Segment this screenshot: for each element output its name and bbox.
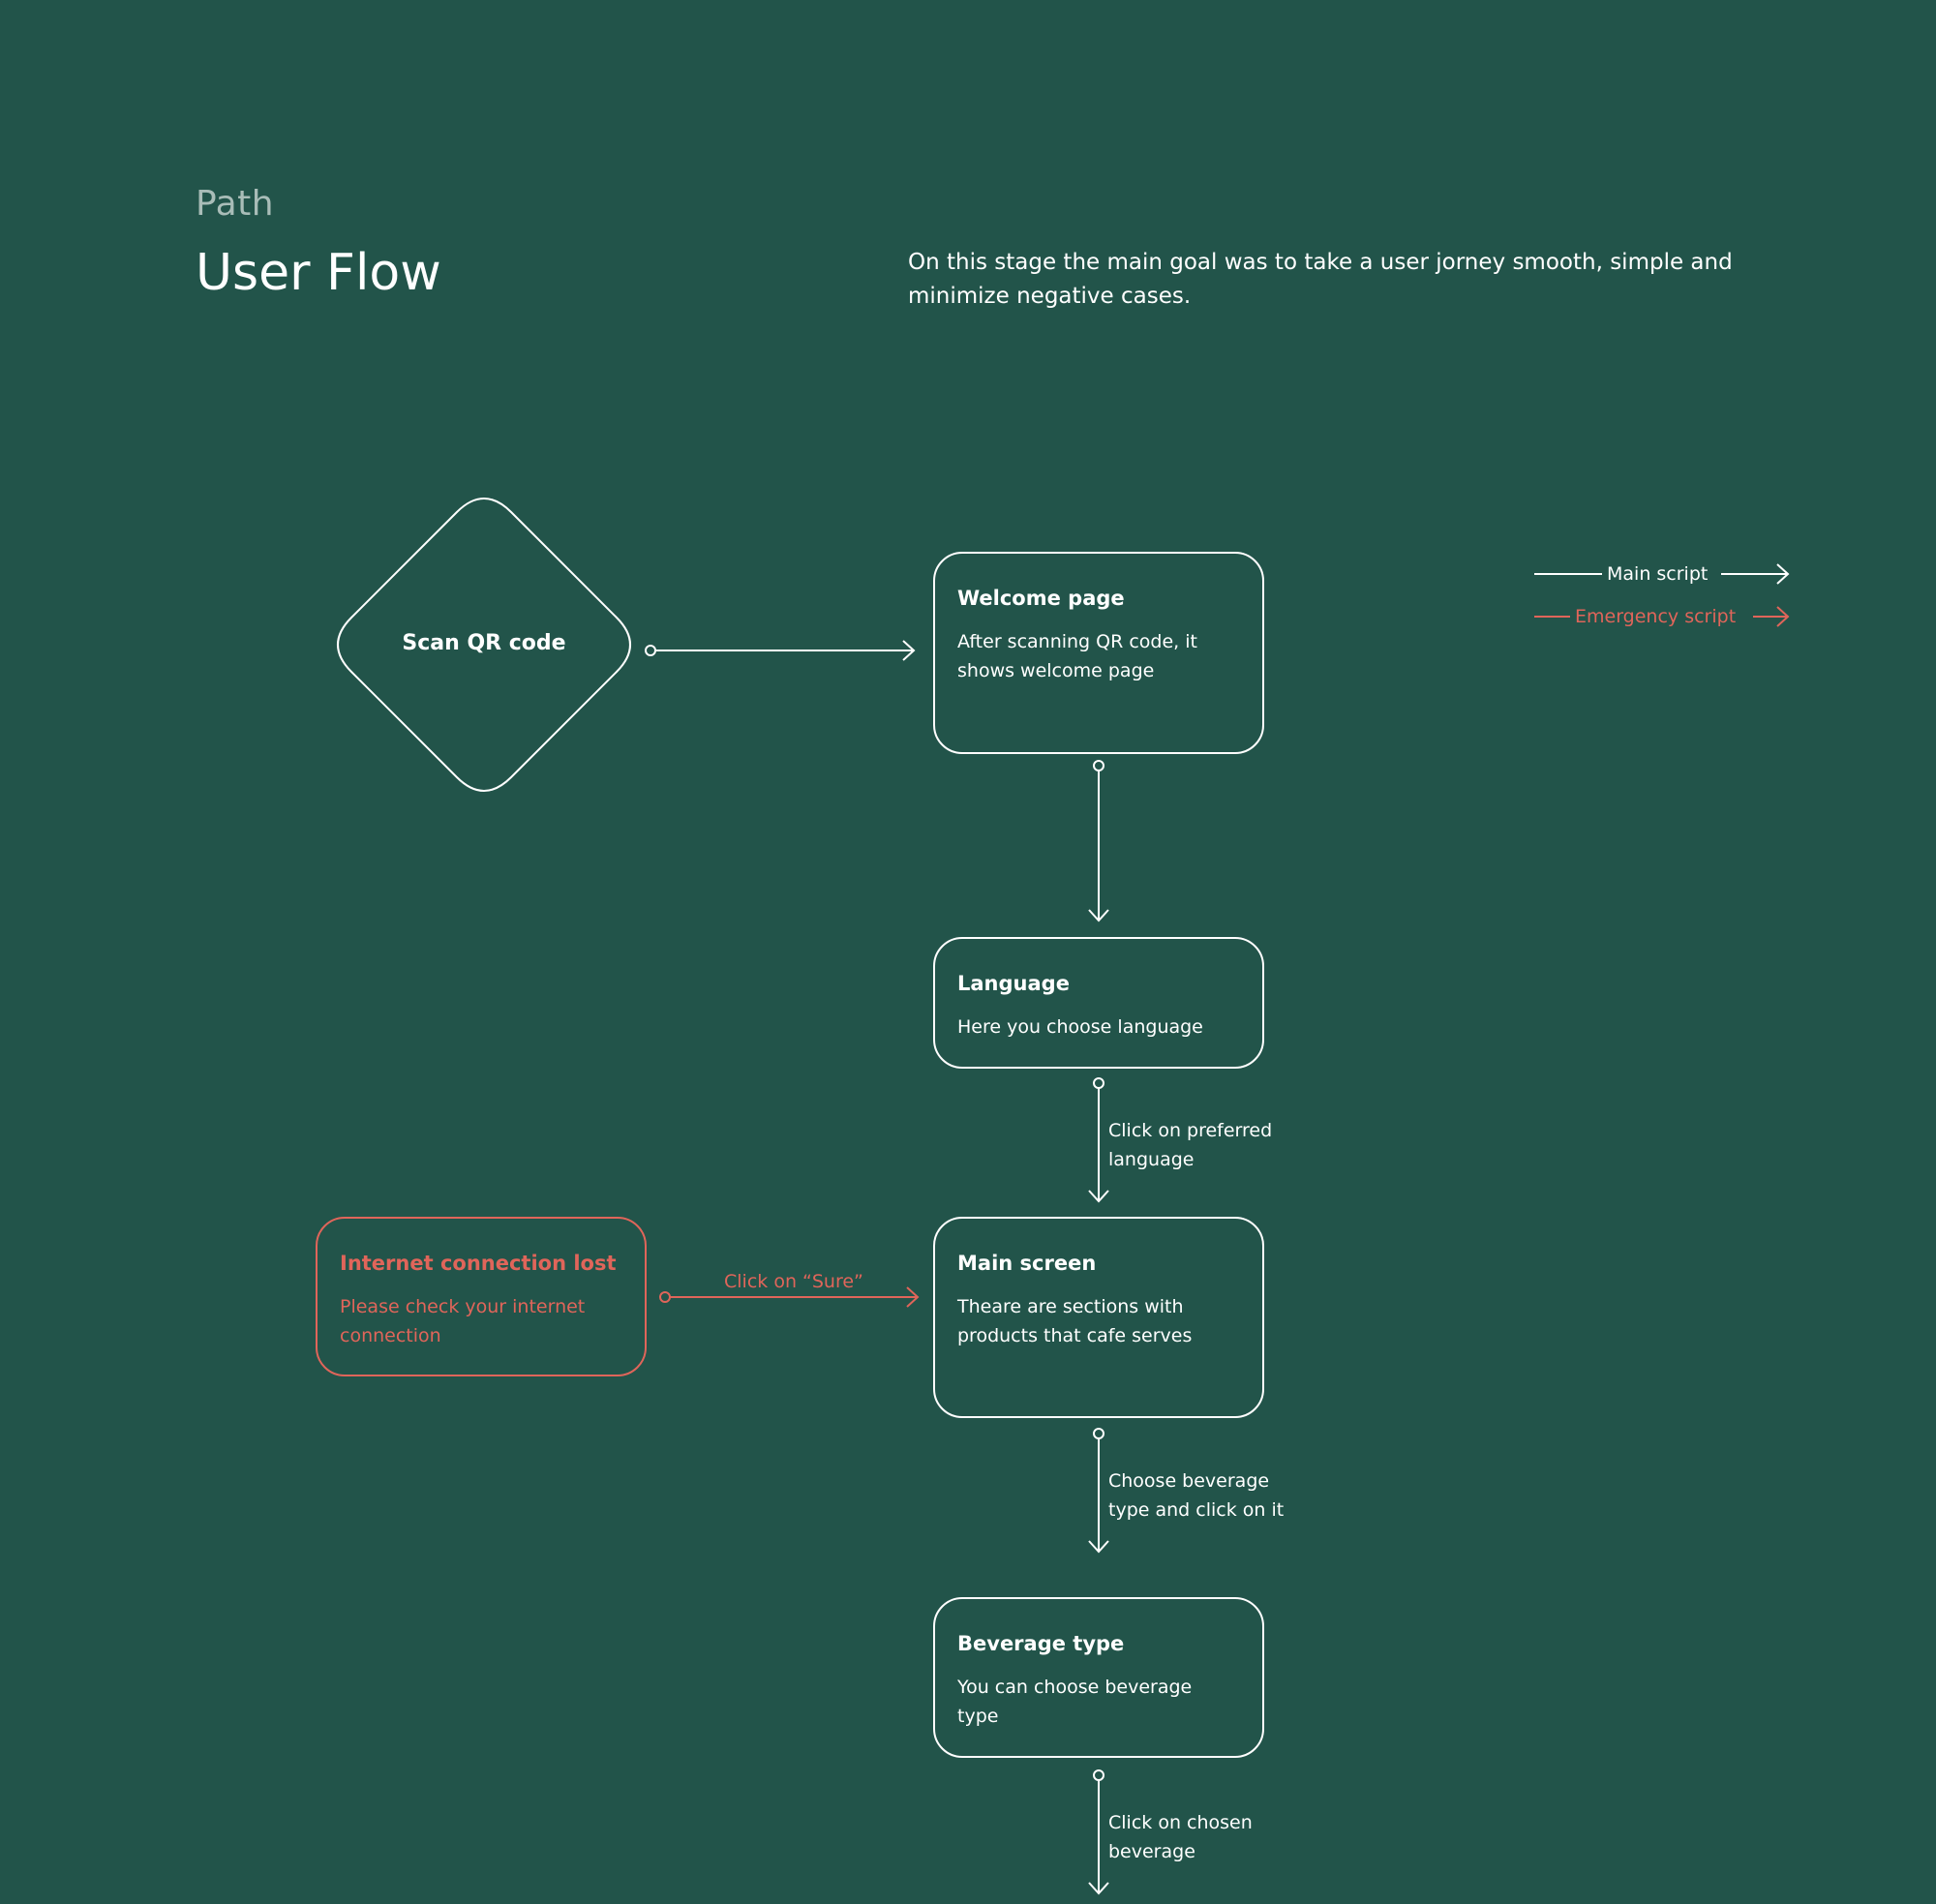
node-title: Internet connection lost	[340, 1252, 617, 1275]
node-description: After scanning QR code, it shows welcome…	[957, 631, 1197, 681]
edge-welcome-to-language	[1088, 760, 1109, 922]
node-main-screen: Main screen Theare are sections with pro…	[933, 1217, 1264, 1418]
node-description: You can choose beverage type	[957, 1677, 1193, 1727]
edge-label-chosen-beverage: Click on chosen beverage	[1108, 1812, 1253, 1862]
node-title: Main screen	[957, 1252, 1097, 1275]
page-title: User Flow	[196, 244, 441, 302]
edge-scan-to-welcome	[645, 640, 916, 661]
scan-qr-label: Scan QR code	[402, 631, 566, 655]
edge-label-click-sure: Click on “Sure”	[724, 1271, 863, 1292]
scan-qr-diamond	[337, 498, 631, 792]
node-beverage-type: Beverage type You can choose beverage ty…	[933, 1597, 1264, 1758]
node-language: Language Here you choose language	[933, 937, 1264, 1069]
node-description: Theare are sections with products that c…	[957, 1296, 1193, 1346]
node-title: Language	[957, 972, 1070, 995]
legend-emergency-script: Emergency script	[1575, 606, 1737, 627]
edge-lost-to-main	[659, 1286, 920, 1308]
node-welcome-page: Welcome page After scanning QR code, it …	[933, 552, 1264, 754]
edge-main-to-beverage	[1088, 1428, 1109, 1554]
legend-main-script: Main script	[1607, 563, 1709, 585]
legend-main-lines	[1534, 563, 1790, 585]
intro-text: On this stage the main goal was to take …	[908, 250, 1733, 309]
edge-label-preferred-language: Click on preferred language	[1108, 1120, 1273, 1170]
edge-language-to-main	[1088, 1077, 1109, 1203]
section-eyebrow: Path	[196, 184, 275, 224]
node-title: Beverage type	[957, 1632, 1125, 1655]
edge-label-choose-beverage: Choose beverage type and click on it	[1108, 1470, 1285, 1521]
edge-beverage-next	[1088, 1769, 1109, 1895]
node-description: Here you choose language	[957, 1016, 1203, 1038]
node-description: Please check your internet connection	[340, 1296, 586, 1346]
node-title: Welcome page	[957, 587, 1125, 610]
legend-emergency-lines	[1534, 606, 1790, 627]
node-internet-connection-lost: Internet connection lost Please check yo…	[316, 1217, 647, 1376]
